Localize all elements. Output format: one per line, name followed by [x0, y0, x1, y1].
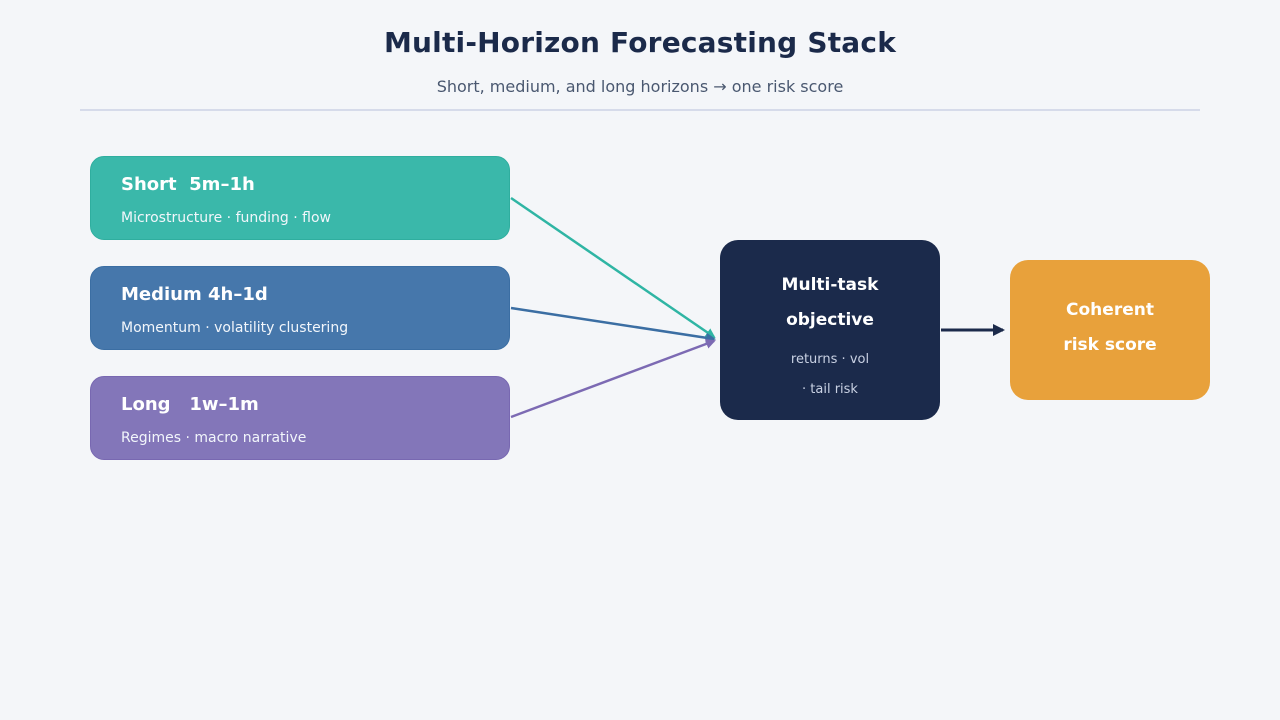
header-divider — [80, 109, 1200, 111]
objective-box: Multi-task objective returns · vol · tai… — [720, 240, 940, 420]
objective-detail-line2: · tail risk — [802, 382, 858, 397]
horizon-title: Long 1w–1m — [121, 394, 259, 415]
objective-detail-line1: returns · vol — [790, 352, 870, 367]
horizon-box-long: Long 1w–1m Regimes · macro narrative — [90, 376, 510, 460]
objective-title-line2: objective — [786, 310, 874, 330]
horizon-box-short: Short 5m–1h Microstructure · funding · f… — [90, 156, 510, 240]
horizon-title: Medium 4h–1d — [121, 284, 268, 305]
horizon-subtitle: Regimes · macro narrative — [121, 430, 307, 446]
horizon-subtitle: Microstructure · funding · flow — [121, 210, 331, 226]
risk-score-box: Coherent risk score — [1010, 260, 1210, 400]
objective-title-line1: Multi-task — [781, 275, 879, 295]
horizon-subtitle: Momentum · volatility clustering — [121, 320, 349, 336]
page-title: Multi-Horizon Forecasting Stack — [383, 26, 897, 59]
page-subtitle: Short, medium, and long horizons → one r… — [436, 77, 844, 96]
horizon-title: Short 5m–1h — [121, 174, 255, 195]
risk-score-line2: risk score — [1063, 335, 1157, 355]
arrow-long-to-objective — [510, 339, 716, 419]
risk-score-line1: Coherent — [1066, 300, 1154, 320]
arrow-medium-to-objective — [510, 306, 716, 343]
horizon-box-medium: Medium 4h–1d Momentum · volatility clust… — [90, 266, 510, 350]
arrow-short-to-objective — [510, 196, 716, 339]
